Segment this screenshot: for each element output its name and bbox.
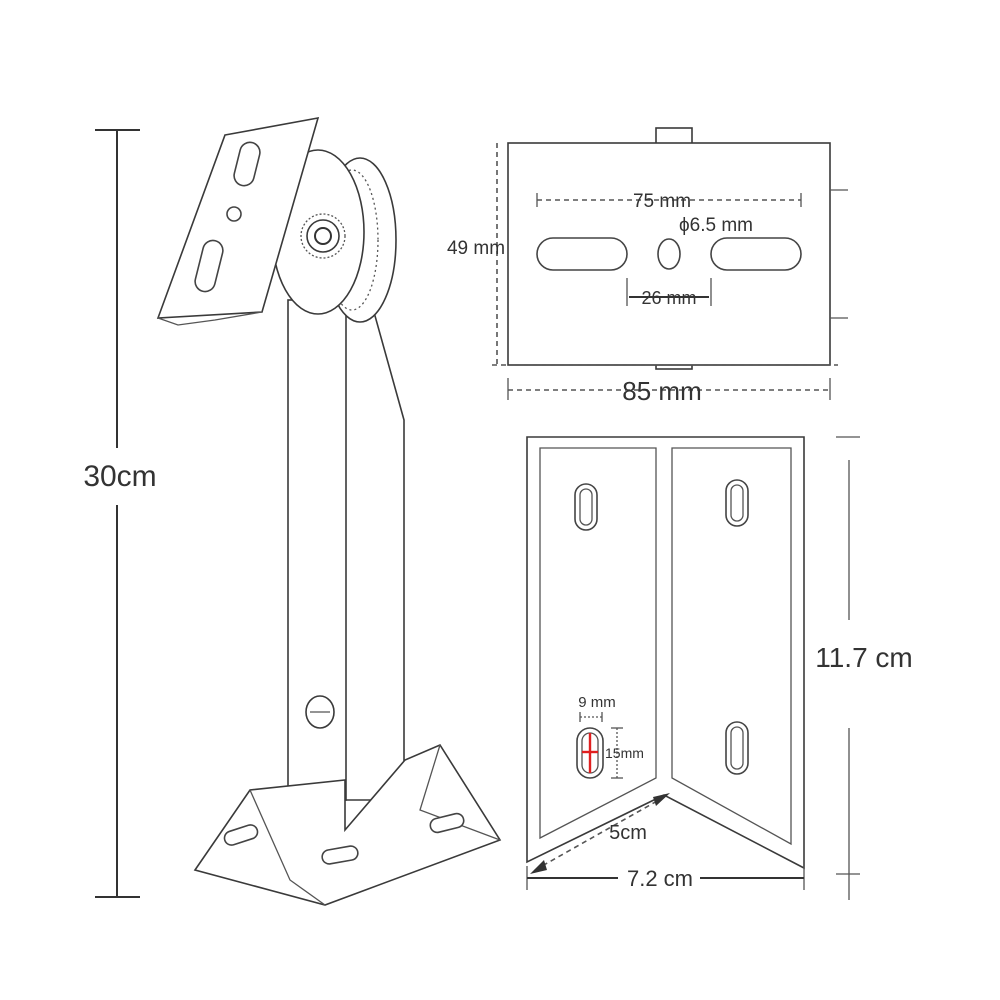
plate-slot-left [536, 237, 628, 271]
knob-icon [306, 219, 340, 253]
dimension-total-height: 30cm [83, 129, 157, 898]
plate-plan-view: 75 mm ϕ6.5 mm 26 mm 49 mm 85 mm [447, 127, 848, 406]
bracket-illustration [156, 116, 502, 906]
measured-slot [576, 727, 604, 779]
mounting-plate [156, 116, 320, 326]
foot-slot-icon [223, 812, 465, 865]
rear-support [344, 304, 405, 801]
base-slot [574, 483, 598, 531]
base-slot-length-label: 15mm [605, 745, 644, 761]
base-slot [725, 479, 749, 527]
top-tab [655, 127, 693, 145]
slot-span-label: 75 mm [633, 191, 691, 212]
swivel-joint [271, 149, 397, 323]
hole-diameter-label: ϕ6.5 mm [679, 215, 753, 236]
base-slot [725, 721, 749, 775]
base-plan-view: 9 mm 15mm 5cm 7.2 cm 11.7 cm [526, 436, 913, 900]
plate-width-label: 85 mm [622, 376, 701, 406]
plate-height-label: 49 mm [447, 238, 505, 259]
plate-center-hole [657, 238, 681, 270]
base-width-label: 7.2 cm [627, 866, 693, 891]
base-slot-width-label: 9 mm [578, 694, 616, 711]
total-height-label: 30cm [83, 460, 156, 493]
base-foot [193, 743, 502, 906]
arm-screw-icon [305, 695, 335, 729]
plate-slot-right [710, 237, 802, 271]
base-outline [526, 436, 805, 870]
base-flange-label: 5cm [609, 822, 647, 844]
slot-gap-label: 26 mm [641, 288, 696, 308]
base-height-label: 11.7 cm [815, 642, 913, 673]
